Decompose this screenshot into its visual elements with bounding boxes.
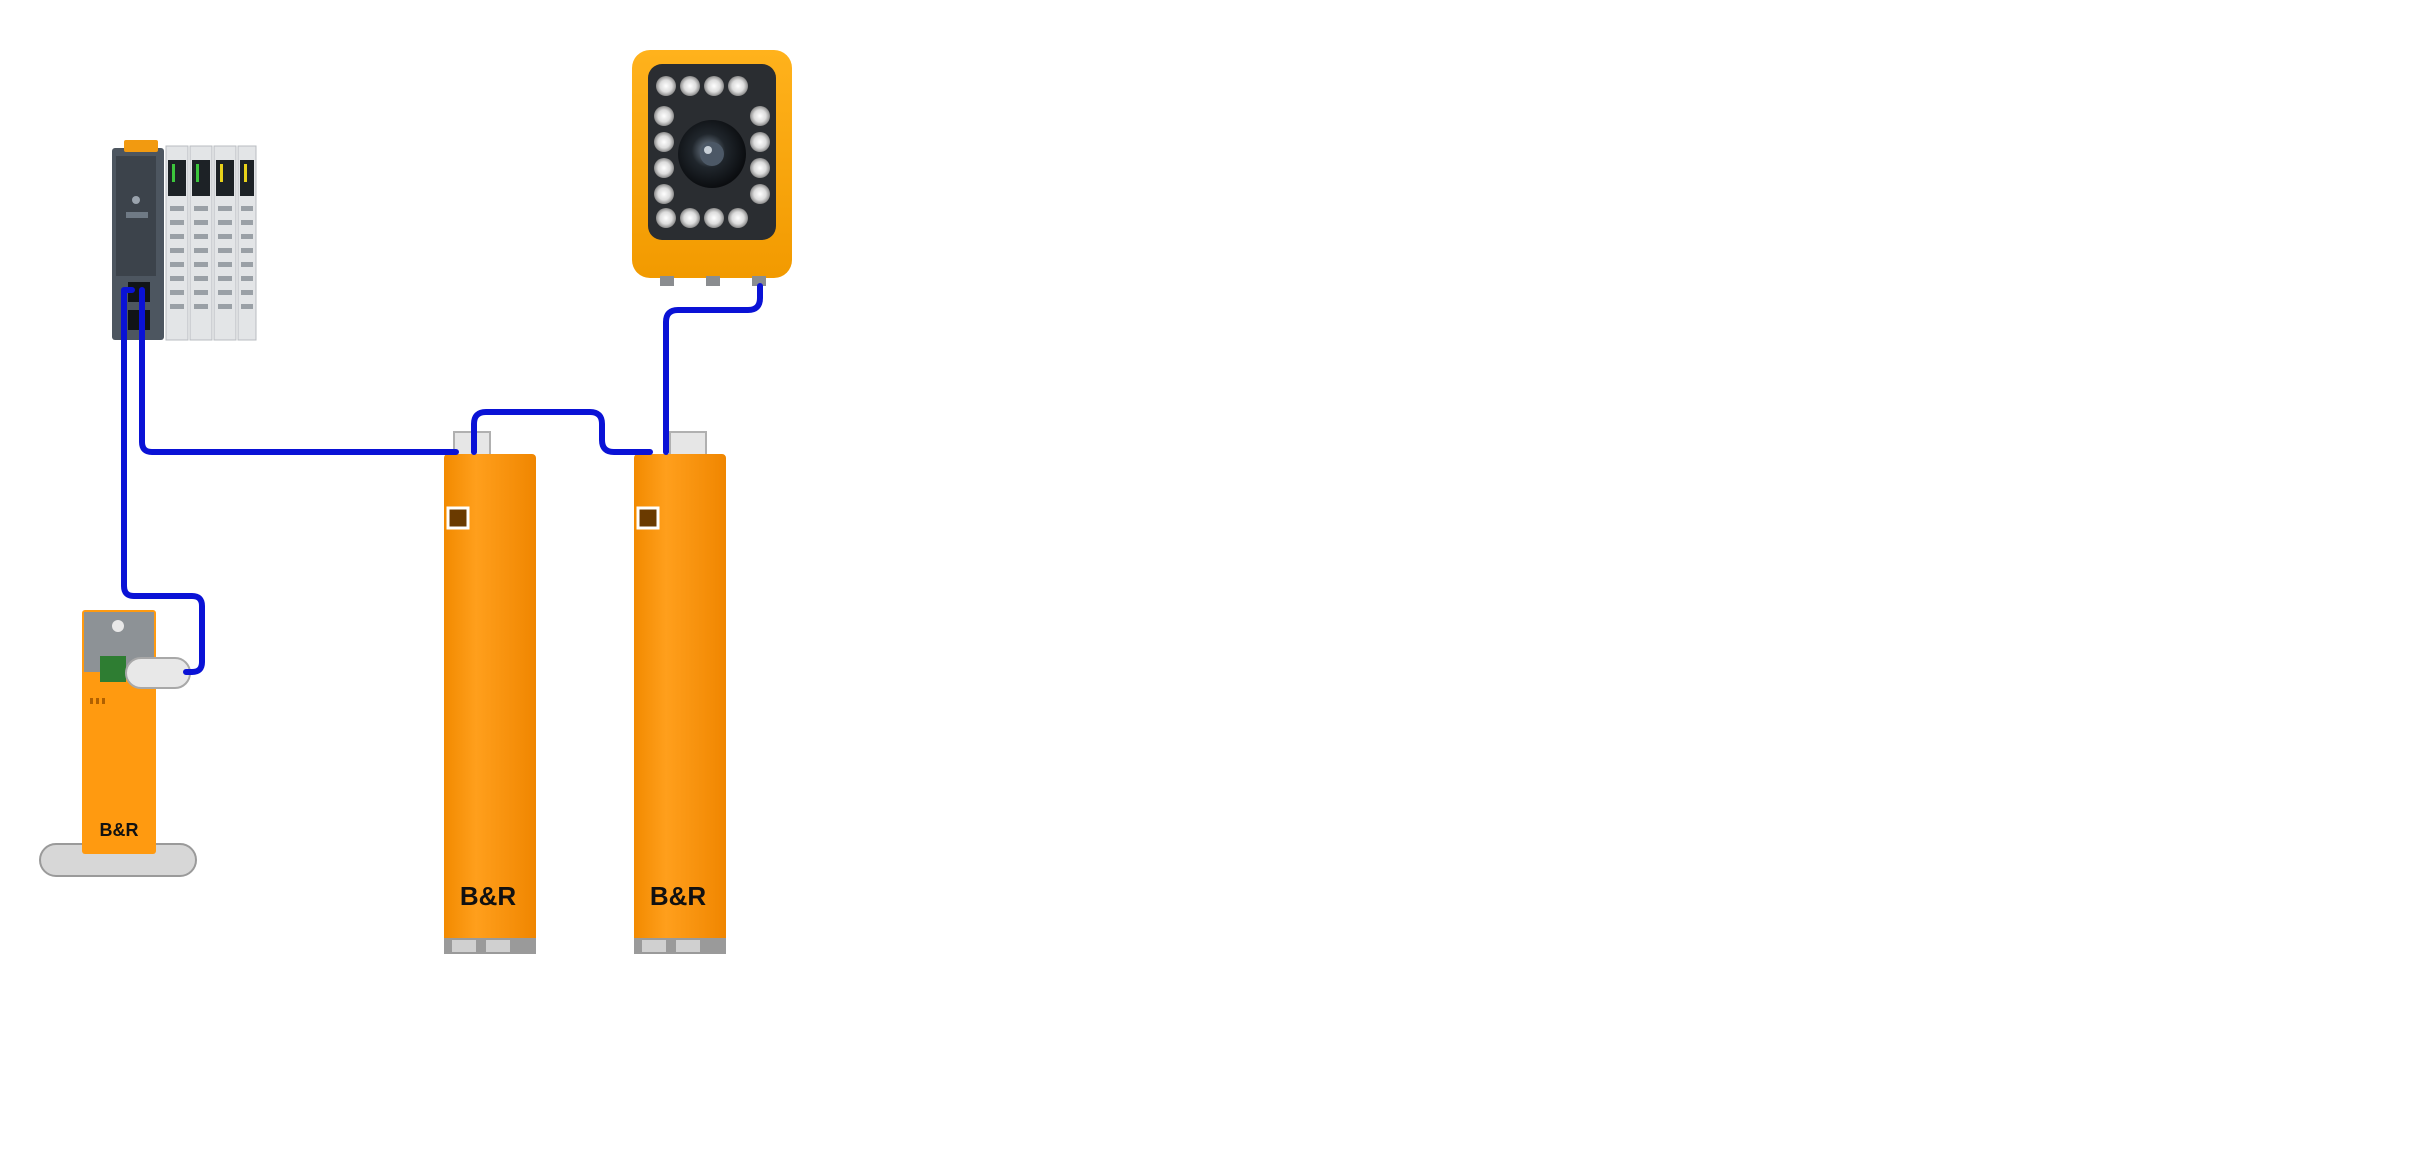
drive-2-body [634, 454, 726, 944]
camera-leds [654, 76, 770, 228]
servo-drive-2[interactable]: B&R [634, 431, 726, 954]
camera-device[interactable] [632, 50, 792, 286]
camera-connectors[interactable] [660, 276, 766, 286]
cable-controller-to-compact-drive[interactable] [121, 287, 205, 675]
controller-top-connector [124, 140, 158, 152]
controller-device[interactable] [112, 140, 257, 341]
compact-drive-connector[interactable] [125, 657, 191, 689]
cable-controller-to-drive-1[interactable] [139, 287, 459, 455]
drive-2-port-marker[interactable] [636, 506, 660, 530]
drive-1-logo: B&R [460, 881, 517, 911]
cable-drive-2-to-camera[interactable] [663, 283, 763, 455]
cable-drive-1-to-drive-2[interactable] [471, 409, 653, 455]
compact-drive[interactable]: B&R [39, 610, 197, 877]
drive-1-body [444, 454, 536, 944]
controller-status-led [132, 196, 140, 204]
io-modules [165, 145, 257, 341]
compact-drive-logo: B&R [100, 820, 139, 840]
drive-1-port-marker[interactable] [446, 506, 470, 530]
drive-2-logo: B&R [650, 881, 707, 911]
servo-drive-1[interactable]: B&R [444, 431, 536, 954]
